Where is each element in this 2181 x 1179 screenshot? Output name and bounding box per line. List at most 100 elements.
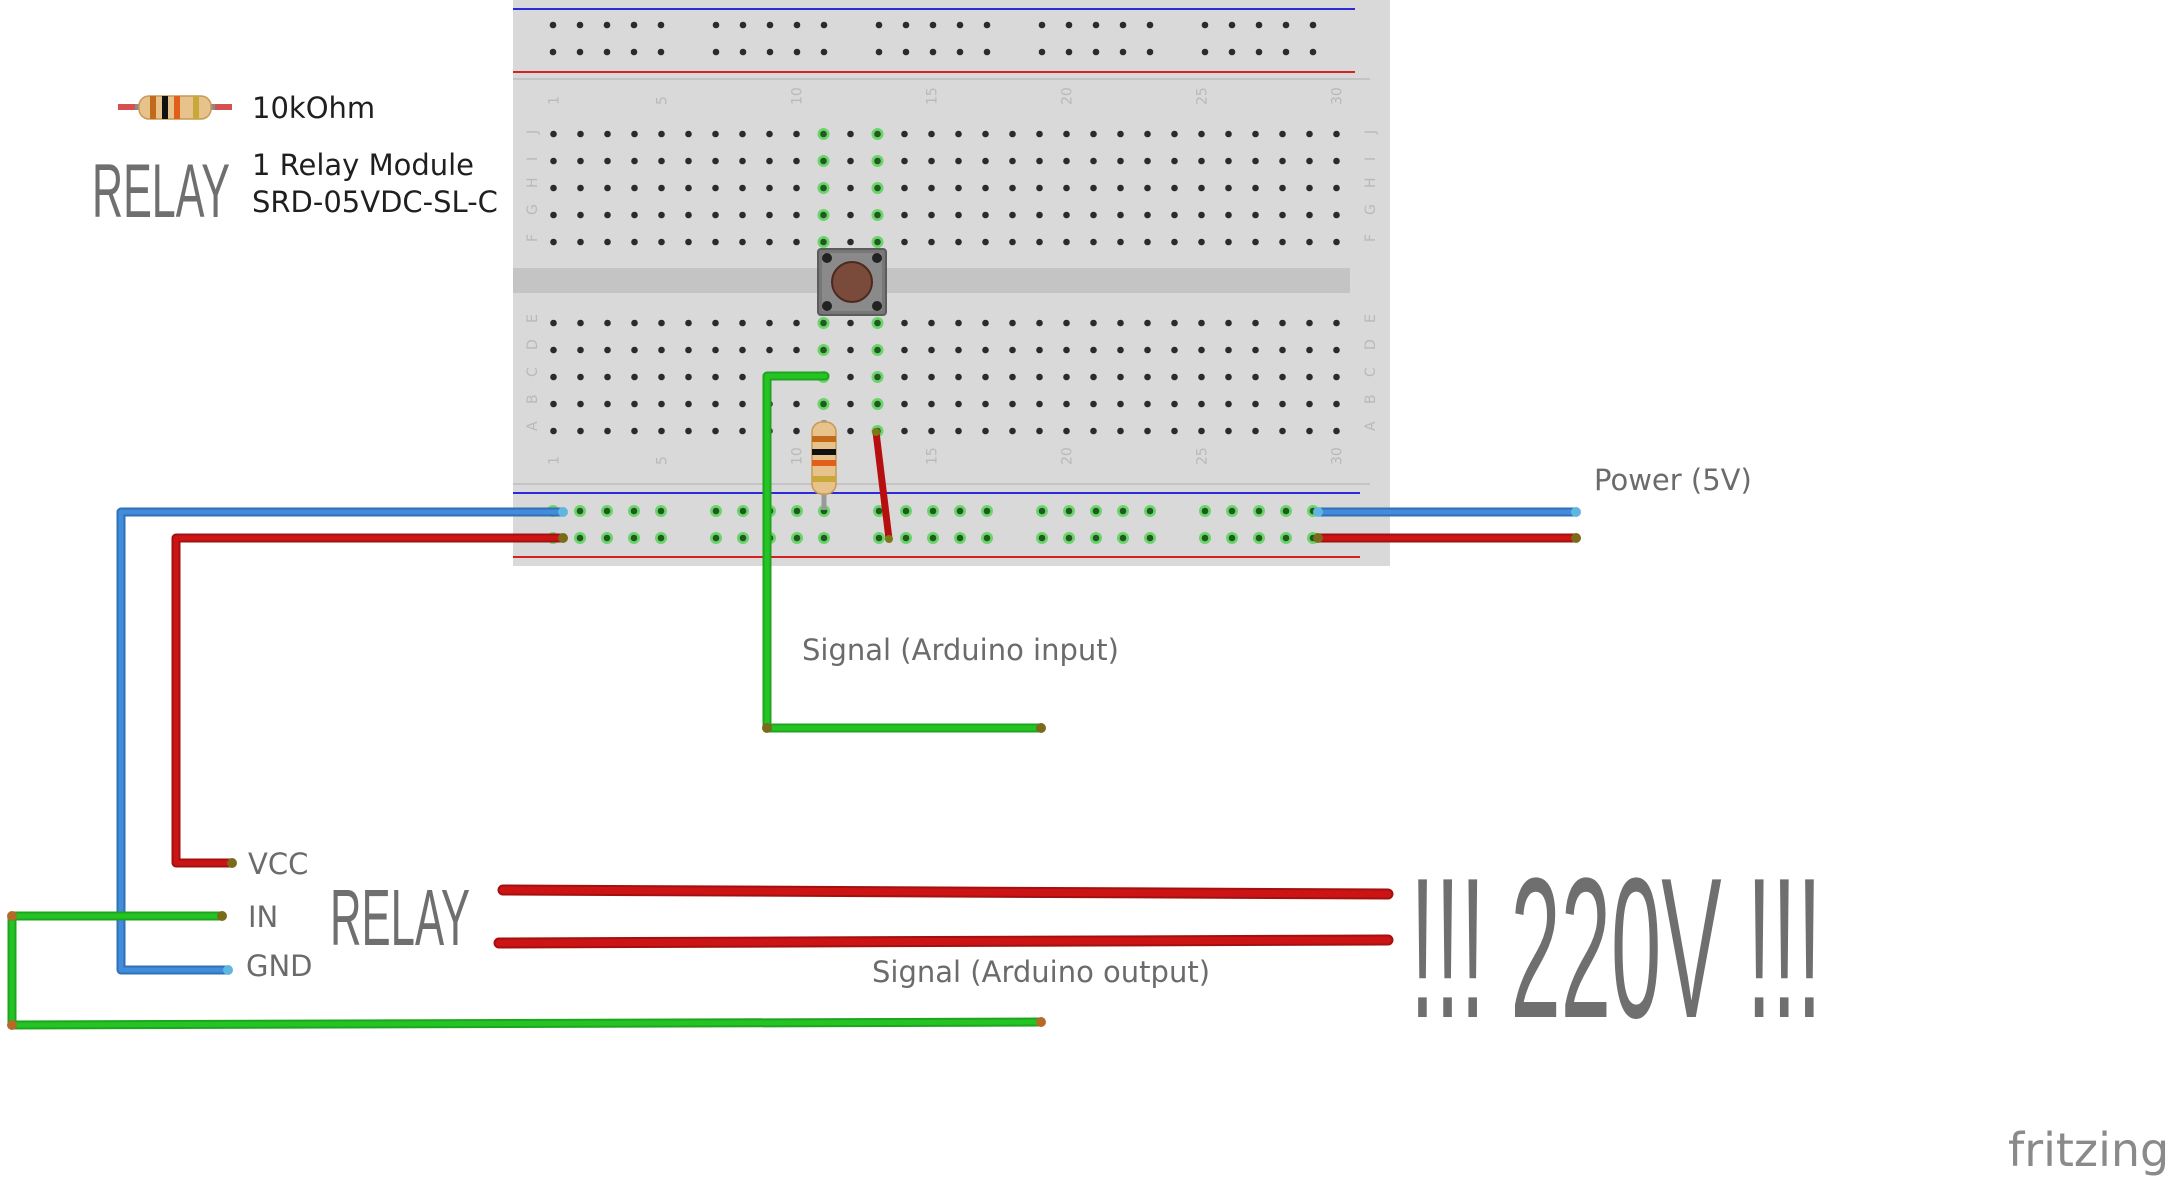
breadboard-hole [712,373,719,381]
rail-hole [793,507,801,515]
column-number: 20 [1060,447,1076,465]
breadboard-hole [712,400,719,408]
rail-hole [1065,534,1073,542]
breadboard-hole [1306,211,1313,219]
breadboard-hole [1306,319,1313,327]
breadboard-hole [1225,373,1232,381]
breadboard-hole [1198,400,1205,408]
breadboard-hole [901,400,908,408]
breadboard-hole [1279,346,1286,354]
legend-resistor-icon [118,95,232,120]
breadboard-hole [820,319,827,327]
breadboard-hole [1198,157,1205,165]
breadboard-hole [1252,211,1259,219]
breadboard-hole [685,427,692,435]
breadboard-hole [928,319,935,327]
breadboard-hole [1036,400,1043,408]
breadboard-hole [1036,184,1043,192]
breadboard-hole [901,346,908,354]
breadboard-hole [739,157,746,165]
breadboard-hole [1333,427,1340,435]
breadboard-hole [1117,373,1124,381]
breadboard-hole [1333,211,1340,219]
breadboard-hole [1279,184,1286,192]
breadboard-hole [928,211,935,219]
breadboard-hole [631,157,638,165]
breadboard-hole [739,211,746,219]
signal-input-label: Signal (Arduino input) [802,633,1119,667]
rail-hole [1065,48,1073,56]
breadboard-hole [739,130,746,138]
breadboard-hole [766,319,773,327]
breadboard-hole [928,400,935,408]
breadboard-hole [712,211,719,219]
breadboard-hole [1117,130,1124,138]
breadboard-hole [1225,400,1232,408]
relay-module: VCC IN GND RELAY [246,847,470,983]
breadboard-hole [604,184,611,192]
breadboard-hole [685,238,692,246]
breadboard-hole [739,184,746,192]
push-button-cap [831,261,873,303]
rail-hole [902,21,910,29]
breadboard-hole [820,184,827,192]
breadboard-hole [955,319,962,327]
breadboard-hole [631,319,638,327]
breadboard-hole [847,238,854,246]
breadboard-hole [1117,211,1124,219]
breadboard-hole [1036,373,1043,381]
rail-hole [875,48,883,56]
breadboard-hole [1009,238,1016,246]
breadboard-hole [1225,319,1232,327]
breadboard-hole [1252,238,1259,246]
breadboard-hole [1198,319,1205,327]
breadboard-hole [1333,157,1340,165]
rail-hole [1092,507,1100,515]
breadboard-hole [1036,427,1043,435]
breadboard-hole [739,427,746,435]
breadboard-hole [766,157,773,165]
breadboard-hole [874,211,881,219]
breadboard-hole [1333,238,1340,246]
rail-hole [1228,48,1236,56]
breadboard-hole [1306,184,1313,192]
rail-hole [1228,21,1236,29]
breadboard-hole [1279,238,1286,246]
breadboard-hole [1252,346,1259,354]
breadboard-hole [982,211,989,219]
breadboard-hole [1009,184,1016,192]
breadboard-hole [1063,211,1070,219]
breadboard-hole [1117,319,1124,327]
breadboard-hole [1009,130,1016,138]
row-letter: E [1363,314,1379,323]
breadboard-hole [847,427,854,435]
breadboard-hole [955,373,962,381]
breadboard-hole [955,157,962,165]
rail-hole [576,21,584,29]
breadboard-hole [928,427,935,435]
rail-hole [1146,21,1154,29]
breadboard-hole [1171,400,1178,408]
rail-hole [1201,534,1209,542]
breadboard-hole [1063,157,1070,165]
column-number: 30 [1330,87,1346,105]
breadboard-hole [955,400,962,408]
breadboard-hole [1144,130,1151,138]
rail-hole [956,507,964,515]
board-resistor [811,420,837,510]
rail-hole [956,48,964,56]
breadboard-hole [550,211,557,219]
breadboard-hole [928,130,935,138]
row-letter: G [1363,204,1379,215]
rail-hole [712,534,720,542]
rail-hole [657,534,665,542]
breadboard-hole [955,238,962,246]
breadboard-hole [577,427,584,435]
breadboard-hole [847,400,854,408]
breadboard-hole [982,238,989,246]
breadboard-hole [1144,211,1151,219]
breadboard-hole [1117,184,1124,192]
